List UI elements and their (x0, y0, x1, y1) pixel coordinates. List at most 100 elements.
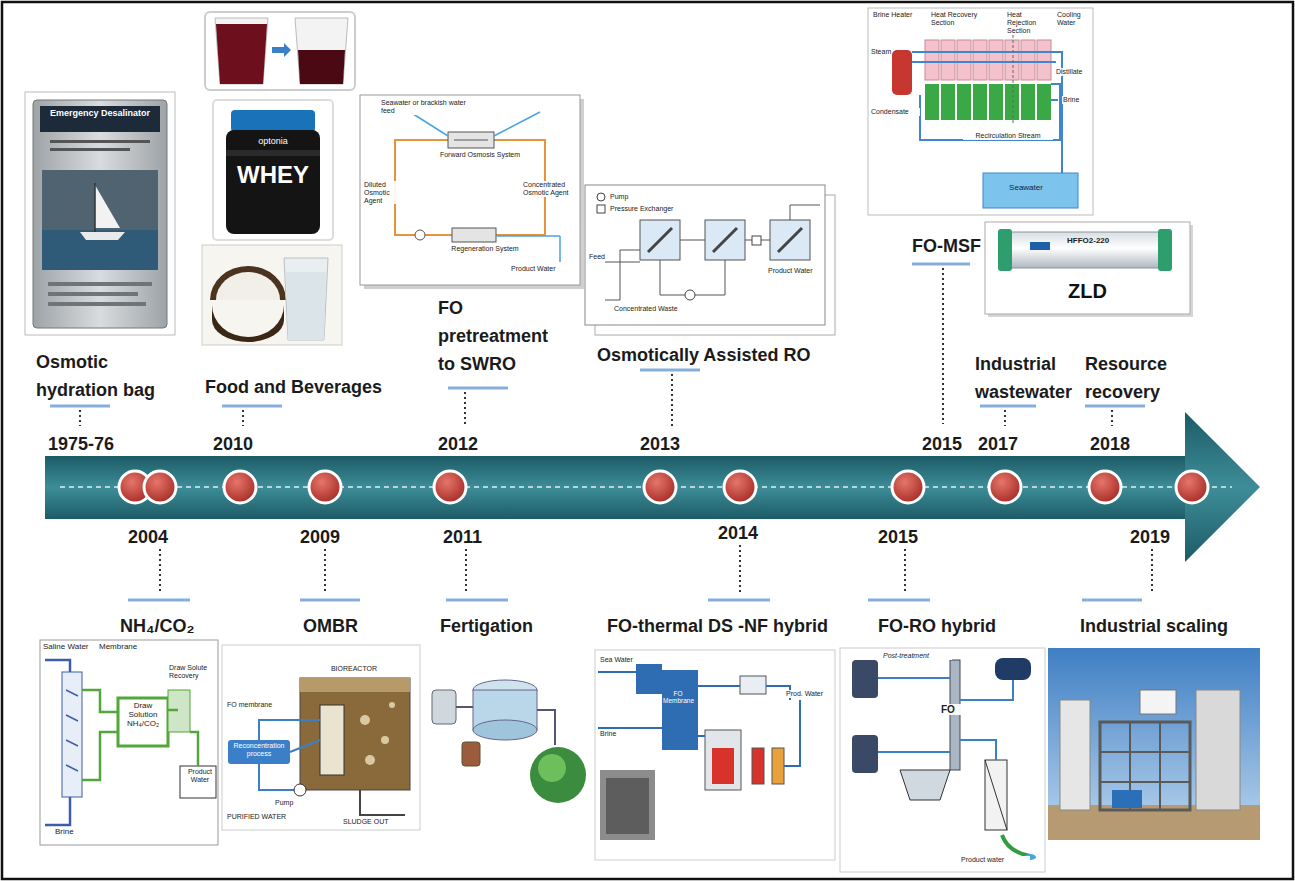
schematic-panel: Saline WaterMembraneDraw Solution NH₄/CO… (40, 640, 218, 845)
panel-text: Pump (609, 193, 649, 201)
industrial-plant-photo-part (1100, 722, 1190, 810)
milestone-label: FO pretreatment to SWRO (438, 294, 558, 378)
draw-solution-schematic-part-part (45, 797, 70, 825)
hydration-bag-photo-part (50, 148, 130, 151)
schematic-panel: Seawater or brackish water feedForward O… (360, 95, 580, 285)
msf-schematic-part-part (925, 84, 939, 120)
hydration-bag-photo-part (48, 282, 152, 286)
fo-ro-schematic-part-part (960, 740, 996, 760)
fo-ro-schematic-part-part (878, 751, 950, 753)
msf-schematic-part (892, 50, 912, 95)
oaro-schematic-part (648, 228, 802, 252)
panel-text: Regeneration System (435, 245, 535, 253)
fo-module-photo (985, 222, 1193, 317)
hydration-bag-photo-part (42, 170, 158, 270)
fo-ro-schematic-part (878, 678, 1013, 760)
milestone-label: FO-thermal DS -NF hybrid (607, 612, 828, 640)
panel-text: Seawater (996, 184, 1056, 193)
milestone-label: OMBR (303, 612, 358, 640)
milestone-label: FO-MSF (912, 232, 981, 260)
draw-solution-schematic-part (168, 690, 190, 732)
juice-photo (205, 12, 355, 90)
coconut-photo-part (210, 266, 286, 300)
fo-thermal-schematic-part-part (698, 685, 740, 687)
milestone-label: Osmotic hydration bag (36, 348, 171, 404)
industrial-plant-photo (1048, 648, 1260, 840)
whey-tub-photo-part (226, 130, 320, 234)
coconut-photo-part (212, 305, 284, 342)
hydration-bag-photo-part (42, 230, 158, 270)
panel-text: WHEY (229, 162, 317, 189)
fo-thermal-schematic-part-part (784, 700, 800, 766)
industrial-plant-photo-part (1112, 790, 1142, 808)
panel-text: Product water (960, 856, 1030, 864)
draw-solution-schematic-part (45, 660, 70, 825)
label-bars-part (222, 405, 282, 408)
label-bars-part (448, 387, 508, 390)
milestone-label: Fertigation (440, 612, 533, 640)
milestone-label: NH₄/CO₂ (120, 612, 195, 640)
year-label: 2015 (878, 523, 918, 551)
schematic-panel: Post-treatmentFOProduct water (840, 648, 1045, 872)
msf-schematic-part-part (1037, 84, 1051, 120)
fertigation-schematic-part (432, 690, 456, 724)
msf-schematic-part (925, 84, 1051, 120)
fertigation-schematic-part (424, 650, 590, 820)
fo-pretreatment-schematic-part (415, 230, 425, 240)
juice-photo-part (216, 24, 267, 84)
fo-ro-schematic-part (900, 770, 950, 800)
msf-schematic-part-part (957, 84, 971, 120)
draw-solution-schematic-part-part (168, 709, 178, 712)
industrial-plant-photo-part (1060, 700, 1090, 810)
oaro-schematic-part (585, 185, 825, 325)
msf-schematic-part-part (973, 84, 987, 120)
draw-solution-schematic-part (82, 690, 198, 780)
whey-tub-photo-part (226, 150, 320, 156)
fo-thermal-schematic-part (606, 778, 649, 834)
fertigation-schematic-part (462, 742, 480, 766)
draw-solution-schematic (40, 640, 218, 845)
msf-schematic-part-part (1021, 84, 1035, 120)
fo-pretreatment-schematic-part (452, 228, 496, 242)
timeline-dots-part (1089, 471, 1121, 503)
panel-text: Cooling Water (1056, 11, 1090, 27)
panel-text: FO Membrane (663, 690, 693, 705)
milestone-label: Resource recovery (1085, 350, 1185, 406)
oaro-schematic-part (640, 220, 810, 260)
draw-solution-schematic-part-part (66, 690, 78, 696)
juice-photo-part (298, 50, 345, 84)
fo-thermal-schematic-part (772, 748, 784, 784)
panel-text: Distillate (1055, 68, 1091, 76)
ombr-schematic-part (294, 784, 306, 796)
panel-text: Recirculation Stream (963, 132, 1053, 140)
hydration-bag-photo (25, 92, 175, 335)
label-bars-part (128, 599, 190, 602)
fo-thermal-schematic-part-part (698, 735, 705, 737)
draw-solution-schematic-part-part (190, 732, 198, 766)
ombr-schematic-part-part (360, 715, 370, 725)
module-panel: HFFO2-220ZLD (985, 222, 1190, 314)
panel-text: Forward Osmosis System (430, 151, 530, 159)
fertigation-schematic (424, 650, 590, 820)
fo-module-photo-part (1158, 229, 1172, 271)
msf-schematic-part (912, 52, 1062, 173)
fo-ro-schematic (840, 648, 1045, 872)
year-label: 2019 (1130, 523, 1170, 551)
hydration-bag-photo-part (25, 92, 175, 335)
draw-solution-schematic-part-part (66, 765, 78, 771)
coconut-photo-part (284, 258, 328, 340)
hydration-bag-photo-part (33, 100, 167, 328)
draw-solution-schematic-part (40, 640, 218, 845)
industrial-plant-photo-part-part (1159, 722, 1161, 810)
msf-schematic-part-part (941, 40, 955, 80)
oaro-schematic-part (752, 236, 761, 245)
msf-schematic-part-part (912, 61, 1056, 63)
product-photo: Emergency Desalinator (25, 92, 175, 335)
draw-solution-schematic-part (118, 698, 168, 746)
panel-text: Prod. Water (785, 690, 831, 698)
whey-tub-photo-part (213, 100, 333, 240)
draw-solution-schematic-part-part (66, 715, 78, 721)
timeline-dots-part (1176, 471, 1208, 503)
panel-text: Brine (1062, 96, 1090, 104)
panel-text: PURIFIED WATER (226, 813, 316, 821)
